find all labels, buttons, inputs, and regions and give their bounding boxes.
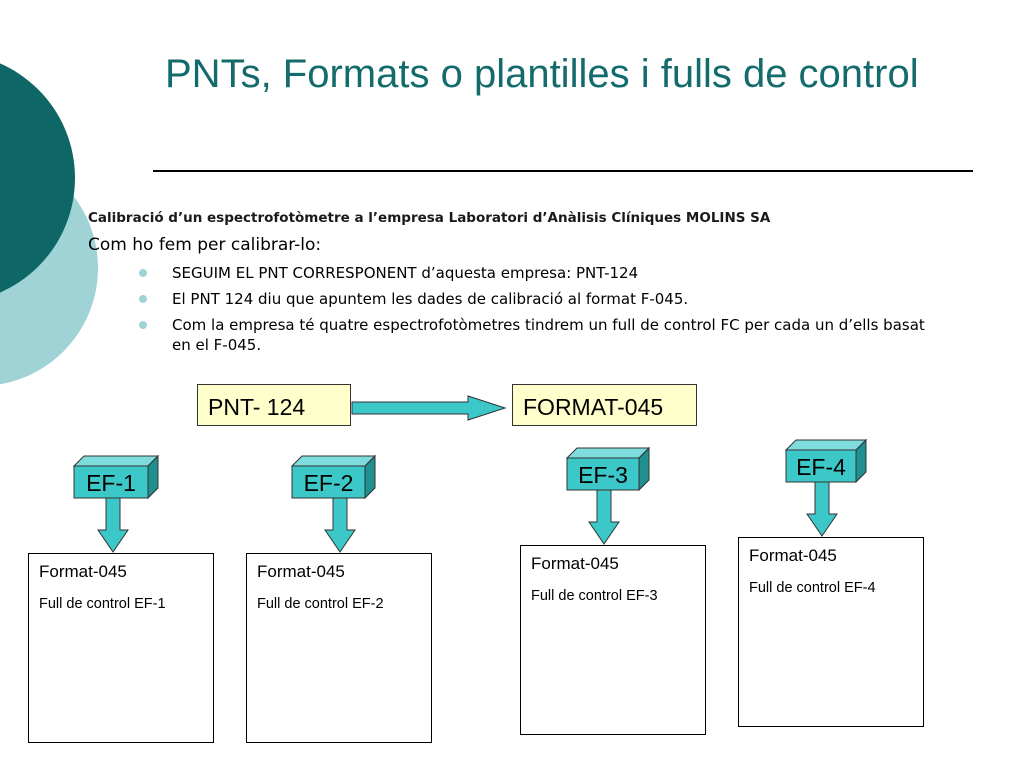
bullet-dot-icon (139, 269, 147, 277)
format-045-box: FORMAT-045 (512, 384, 697, 426)
ef-1-block (72, 454, 160, 500)
bullet-text: El PNT 124 diu que apuntem les dades de … (172, 290, 689, 308)
ef-4-down-arrow (806, 481, 838, 537)
bullet-item: El PNT 124 diu que apuntem les dades de … (135, 289, 935, 309)
bullet-text: Com la empresa té quatre espectrofotòmet… (172, 316, 925, 354)
card-sheet-label: Full de control EF-3 (531, 588, 658, 604)
ef-3-down-arrow (588, 489, 620, 545)
ef-1-label: EF-1 (86, 470, 136, 496)
pnt-124-box: PNT- 124 (197, 384, 351, 426)
bullet-dot-icon (139, 295, 147, 303)
ef-4-label: EF-4 (796, 454, 846, 480)
lead-text: Com ho fem per calibrar-lo: (88, 235, 322, 255)
ef-2-label: EF-2 (303, 470, 354, 496)
card-format-label: Format-045 (257, 562, 345, 581)
bullet-dot-icon (139, 321, 147, 329)
bullet-text: SEGUIM EL PNT CORRESPONENT d’aquesta emp… (172, 264, 639, 282)
ef-1-down-arrow (97, 497, 129, 553)
ef-3-label: EF-3 (578, 462, 628, 488)
bullet-item: SEGUIM EL PNT CORRESPONENT d’aquesta emp… (135, 263, 935, 283)
ef-2-block (290, 454, 377, 500)
slide-subtitle: Calibració d’un espectrofotòmetre a l’em… (88, 210, 771, 226)
card-sheet-label: Full de control EF-2 (257, 596, 384, 612)
dark-teal-circle (0, 63, 75, 293)
control-sheet-ef-1: Format-045 Full de control EF-1 (28, 553, 214, 743)
ef-3-block (565, 446, 651, 492)
ef-4-block (784, 438, 868, 484)
title-divider (153, 170, 973, 172)
ef-2-down-arrow (324, 497, 356, 553)
card-format-label: Format-045 (531, 554, 619, 573)
card-format-label: Format-045 (39, 562, 127, 581)
control-sheet-ef-2: Format-045 Full de control EF-2 (246, 553, 432, 743)
bullet-list: SEGUIM EL PNT CORRESPONENT d’aquesta emp… (135, 263, 935, 361)
control-sheet-ef-3: Format-045 Full de control EF-3 (520, 545, 706, 735)
slide-title: PNTs, Formats o plantilles i fulls de co… (165, 52, 919, 96)
card-format-label: Format-045 (749, 546, 837, 565)
card-sheet-label: Full de control EF-1 (39, 596, 166, 612)
pnt-to-format-arrow (351, 395, 507, 421)
control-sheet-ef-4: Format-045 Full de control EF-4 (738, 537, 924, 727)
bullet-item: Com la empresa té quatre espectrofotòmet… (135, 315, 935, 355)
card-sheet-label: Full de control EF-4 (749, 580, 876, 596)
